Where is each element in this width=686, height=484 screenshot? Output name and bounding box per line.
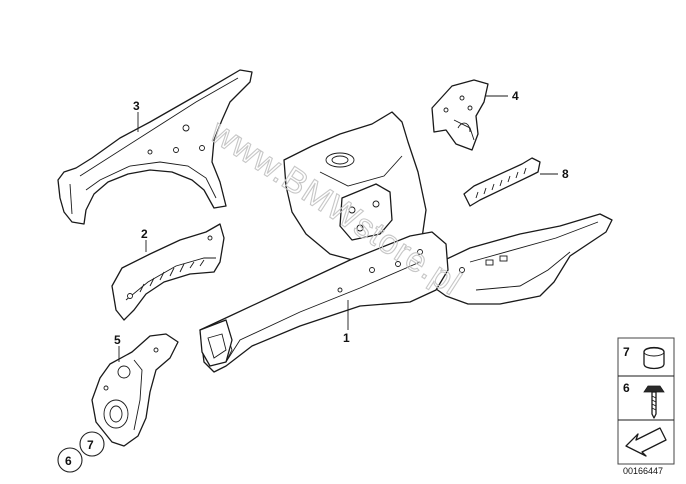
legend-label-6: 6 (623, 381, 630, 395)
direction-arrow-icon (625, 427, 667, 457)
part-5-bracket[interactable] (91, 333, 179, 447)
callout-8: 8 (562, 167, 569, 181)
catalog-number: 00166447 (623, 466, 663, 476)
legend: 7 6 (617, 337, 675, 465)
screw-icon (643, 385, 665, 419)
callout-5: 5 (114, 333, 121, 347)
leader-lines (118, 95, 558, 362)
part-3-wheel-arch[interactable] (57, 69, 253, 225)
callout-2: 2 (141, 227, 148, 241)
legend-label-7: 7 (623, 345, 630, 359)
part-4-small-bracket[interactable] (431, 79, 489, 151)
circled-callout-6: 6 (57, 447, 83, 473)
part-8-strip[interactable] (463, 157, 541, 207)
svg-text:7: 7 (87, 438, 94, 452)
callout-4: 4 (512, 89, 519, 103)
callout-3: 3 (133, 99, 140, 113)
rubber-plug-icon (643, 346, 665, 370)
callout-1: 1 (343, 331, 350, 345)
svg-text:6: 6 (65, 454, 72, 468)
part-2-arch-panel[interactable] (111, 223, 225, 321)
part-1-front-member[interactable] (199, 111, 613, 373)
circled-callout-7: 7 (79, 431, 105, 457)
